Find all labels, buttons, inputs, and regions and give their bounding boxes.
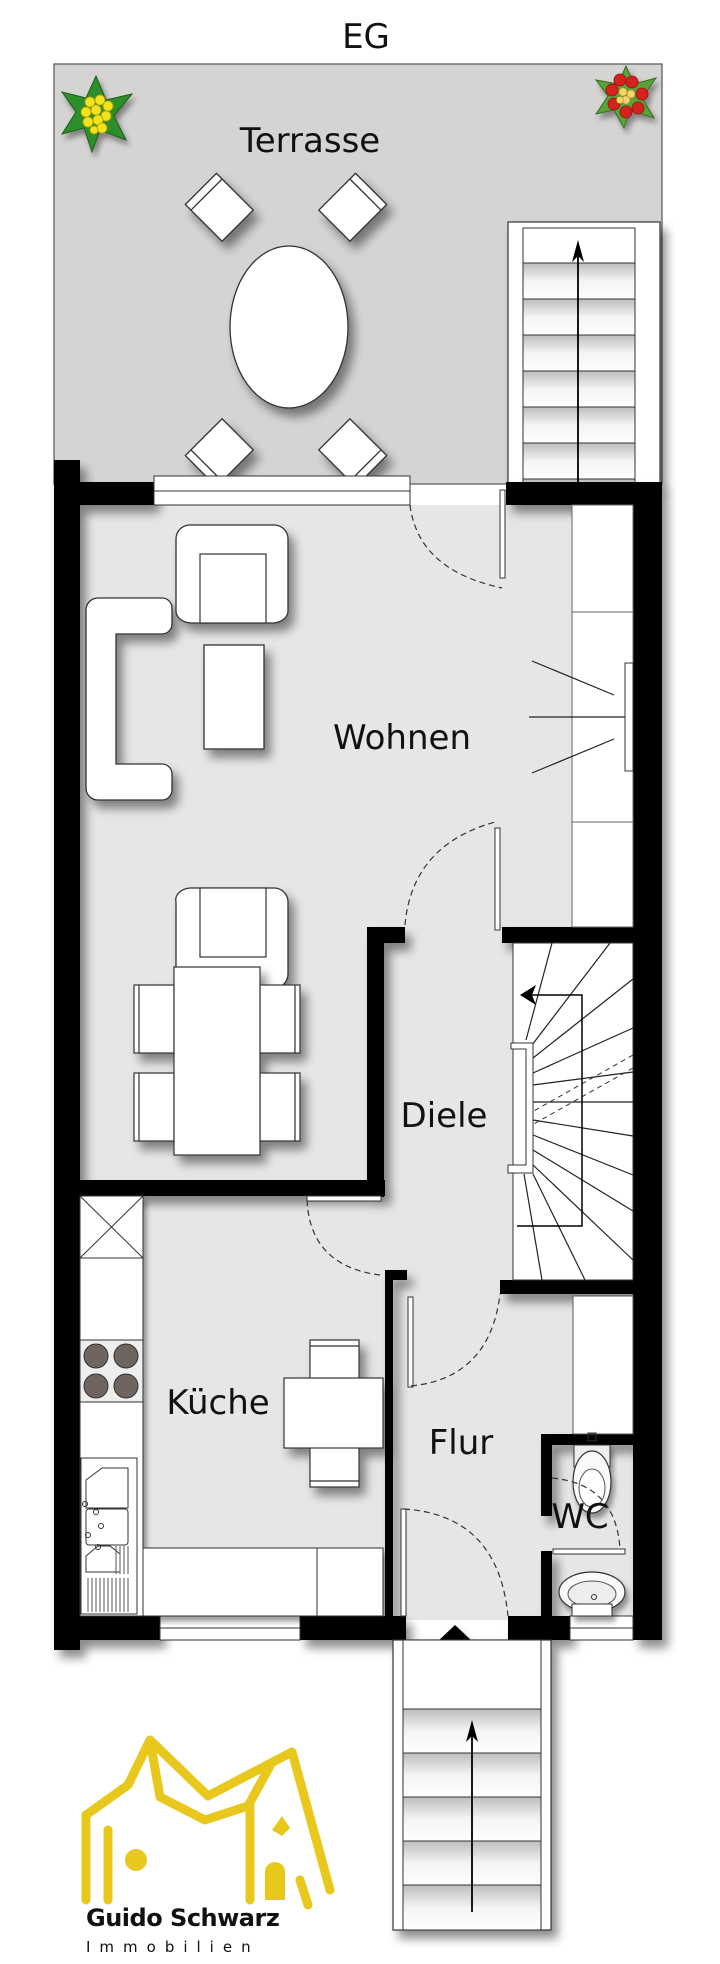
floor-title: EG <box>342 17 390 57</box>
round-table-icon <box>184 172 388 488</box>
sink-icon <box>80 1457 138 1615</box>
room-label-kueche: Küche <box>166 1383 269 1423</box>
staircase-winder-icon <box>507 942 634 1281</box>
wc-cabinet <box>572 1295 634 1435</box>
room-label-terrasse: Terrasse <box>239 121 380 161</box>
dining-table-icon <box>133 966 301 1156</box>
washbasin-icon <box>558 1571 626 1617</box>
kitchen-table-icon <box>283 1339 384 1488</box>
coffee-table-icon <box>203 644 265 750</box>
entrance-stair-icon <box>392 1639 552 1931</box>
terrace-door[interactable] <box>409 489 506 589</box>
wc-door[interactable] <box>551 1477 626 1555</box>
toilet-icon <box>572 1432 612 1514</box>
logo-name: Guido Schwarz <box>86 1904 279 1932</box>
armchair-icon <box>175 524 289 624</box>
window-bottom-wc <box>569 1615 634 1641</box>
house-logo-icon <box>81 1735 335 1910</box>
flower-pot-yellow-icon <box>60 74 134 154</box>
logo-subtitle: Immobilien <box>86 1938 260 1956</box>
room-label-wohnen: Wohnen <box>333 718 471 758</box>
flower-pot-red-icon <box>594 64 658 130</box>
walls <box>54 460 662 1650</box>
wall-cabinet <box>529 504 634 928</box>
window-top <box>153 475 411 506</box>
entrance-door[interactable] <box>400 1508 509 1617</box>
company-logo: Guido Schwarz Immobilien <box>81 1735 335 1956</box>
room-label-flur: Flur <box>429 1423 494 1463</box>
sofa-icon <box>85 597 173 801</box>
fridge-icon <box>79 1195 144 1259</box>
stove-icon <box>79 1339 144 1403</box>
armchair-icon <box>175 887 289 989</box>
window-bottom-kitchen <box>159 1615 301 1641</box>
room-label-wc: WC <box>551 1497 608 1537</box>
room-label-diele: Diele <box>401 1096 488 1136</box>
diele-flur-door[interactable] <box>407 1293 501 1388</box>
wohnen-diele-door[interactable] <box>404 821 501 931</box>
kitchen-door[interactable] <box>306 1195 382 1276</box>
